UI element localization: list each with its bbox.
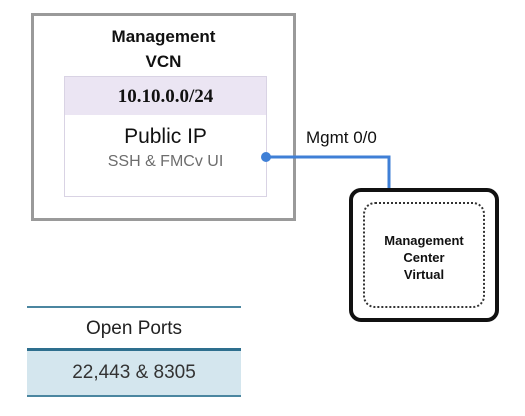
ports-rule-bottom <box>27 395 241 397</box>
mgmt-interface-label: Mgmt 0/0 <box>306 128 377 147</box>
appliance-label-line3: Virtual <box>403 267 445 282</box>
vcn-title-line2: VCN <box>145 52 182 71</box>
management-center-virtual-inner: Management Center Virtual <box>363 202 485 308</box>
subnet-name: Public IP <box>124 125 207 148</box>
ports-rule-top <box>27 306 241 308</box>
management-center-virtual-box: Management Center Virtual <box>349 188 499 322</box>
vcn-title: Management VCN <box>34 24 293 74</box>
open-ports-header: Open Ports <box>85 318 183 339</box>
subnet-description: SSH & FMCv UI <box>107 153 224 170</box>
vcn-title-line1: Management <box>111 27 216 46</box>
appliance-label: Management Center Virtual <box>365 232 483 283</box>
ports-rule-middle <box>27 348 241 351</box>
appliance-label-line2: Center <box>403 250 445 265</box>
subnet-cidr: 10.10.0.0/24 <box>65 77 266 115</box>
appliance-label-line1: Management <box>384 233 464 248</box>
public-subnet-box: 10.10.0.0/24 Public IP SSH & FMCv UI <box>64 76 267 197</box>
open-ports-value: 22,443 & 8305 <box>27 351 241 395</box>
